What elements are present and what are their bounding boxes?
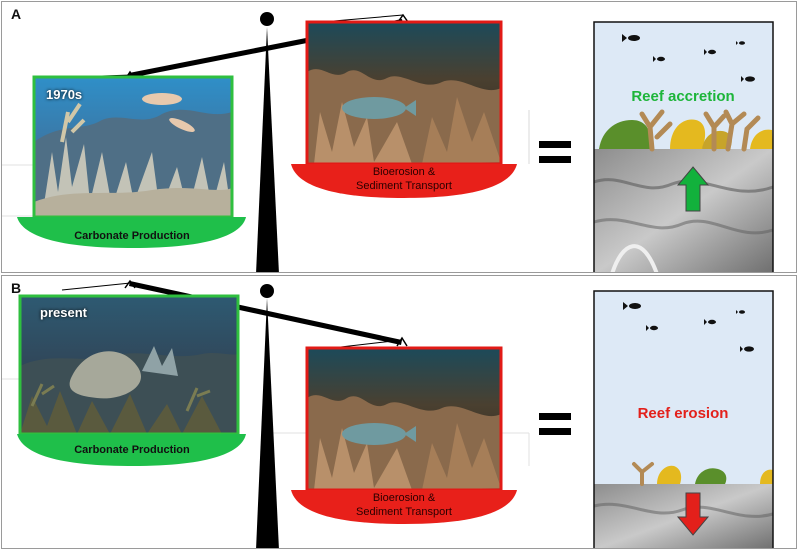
bioerosion-label-line1: Bioerosion & <box>372 492 436 504</box>
scale-pivot <box>260 12 274 26</box>
coral-mound <box>702 130 732 149</box>
photo-era-label: present <box>40 305 87 320</box>
outcome-label-accretion: Reef accretion <box>631 88 735 105</box>
bioerosion-label-line2: Sediment Transport <box>356 506 452 518</box>
scale-pillar <box>256 27 279 272</box>
bioerosion-label-line1: Bioerosion & <box>372 166 436 178</box>
up-arrow-icon <box>676 166 710 212</box>
branching-coral <box>639 109 673 152</box>
carbonate-production-label: Carbonate Production <box>74 444 190 456</box>
hook-left-icon <box>124 279 136 289</box>
equals-sign-top <box>539 413 571 420</box>
carbonate-production-label: Carbonate Production <box>74 230 190 242</box>
balance-scale-scene <box>2 279 774 548</box>
coral-mound <box>670 119 706 149</box>
string <box>61 282 131 291</box>
panel-a: A <box>1 1 797 273</box>
coral-mound <box>657 465 682 484</box>
outcome-box-accretion <box>593 21 774 272</box>
fish-icons <box>622 34 755 82</box>
outcome-label-erosion: Reef erosion <box>637 405 729 422</box>
panel-letter: A <box>11 6 22 22</box>
equals-sign-top <box>539 141 571 148</box>
coral-mound <box>760 469 773 484</box>
photo-era-label: 1970s <box>46 87 83 102</box>
bioerosion-label-line2: Sediment Transport <box>356 180 452 192</box>
equals-sign-bottom <box>539 428 571 435</box>
panel-b: B <box>1 275 797 549</box>
equals-sign-bottom <box>539 156 571 163</box>
balance-scale-scene <box>2 12 774 272</box>
coral-mound <box>695 468 727 484</box>
scale-pivot <box>260 284 274 298</box>
production-pan <box>17 434 246 466</box>
fish-icons <box>623 302 754 352</box>
coral-mound <box>599 120 652 149</box>
down-arrow-icon <box>676 492 710 536</box>
reef-photo-bioerosion <box>305 20 503 166</box>
reef-photo-present <box>18 294 240 436</box>
panel-letter: B <box>11 280 22 296</box>
reef-photo-bioerosion <box>305 346 503 492</box>
coral-mound <box>750 129 773 149</box>
production-pan <box>17 217 246 248</box>
branching-coral <box>703 109 761 152</box>
erosion-pan <box>291 490 517 524</box>
outcome-box-erosion <box>593 290 774 548</box>
branching-coral <box>632 462 654 486</box>
hook-right-icon <box>396 336 408 347</box>
scale-pillar <box>256 298 279 548</box>
erosion-pan <box>291 164 517 198</box>
reef-photo-1970s <box>32 75 234 219</box>
